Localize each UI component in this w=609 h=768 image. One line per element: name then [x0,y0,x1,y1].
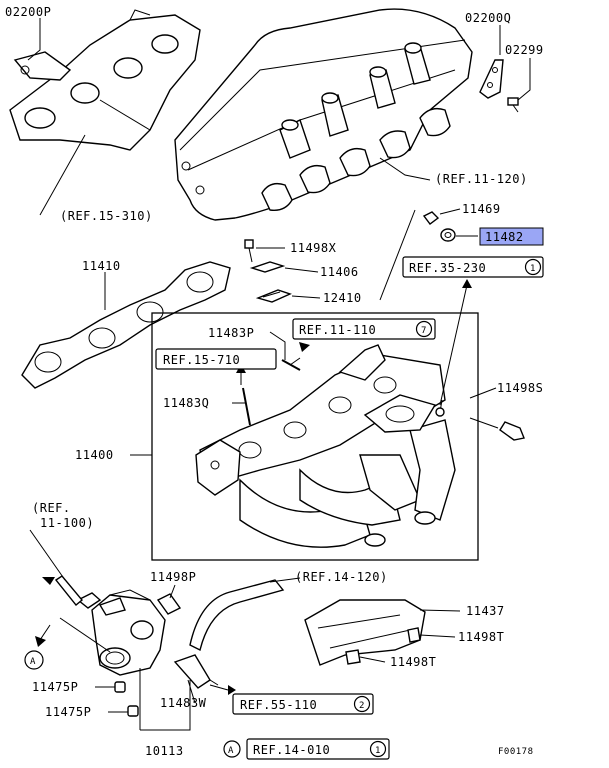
intake-manifold-illustration [9,9,201,151]
callout-a-bottom-letter: A [228,746,234,756]
washer-11469 [422,211,440,225]
label-11498p: 11498P [150,570,196,584]
gasket-11410-illustration [21,261,231,389]
ref-15-710-box[interactable] [155,348,277,370]
ref-15-310[interactable]: (REF.15-310) [60,209,153,223]
nut-11482 [440,228,456,242]
highlight-11482 [479,227,544,246]
ref-55-110-circle [353,695,371,713]
label-02200p: 02200P [5,5,51,19]
ref-55-110[interactable]: REF.55-110 [240,698,317,712]
label-02299: 02299 [505,43,544,57]
callout-a-bottom [223,740,241,758]
bolt-11498p [156,593,182,615]
reference-labels: (REF.15-310) (REF.11-120) REF.35-230 1 R… [24,172,544,760]
ref-35-230-circle [524,258,542,276]
ref-11-110-box[interactable] [292,318,436,340]
label-11475p-b: 11475P [45,705,91,719]
ref-14-010-circle [369,740,387,758]
ref-35-230-num: 1 [530,264,536,274]
gasket-11406 [249,261,286,273]
label-02200q: 02200Q [465,11,511,25]
ref-14-010-num: 1 [375,746,381,756]
ref-11-120[interactable]: (REF.11-120) [435,172,528,186]
pipe-11100-stub [54,575,83,606]
stud-11483q [242,387,251,426]
bolt-11498t-a [407,627,421,643]
bolt-11498s [469,417,525,441]
plug-11475p-b [127,705,139,717]
label-11406: 11406 [320,265,359,279]
label-11498t-b: 11498T [390,655,436,669]
bracket-02200q [479,59,504,99]
ref-14-010[interactable]: REF.14-010 [253,743,330,757]
ref-35-230-box[interactable] [402,256,544,278]
hose-14-120 [189,579,285,652]
bolt-02299 [507,97,519,113]
label-11483w: 11483W [160,696,207,710]
label-11400: 11400 [75,448,114,462]
ref-11-100-line1[interactable]: (REF. [32,501,71,515]
label-10113: 10113 [145,744,184,758]
label-11483p: 11483P [208,326,254,340]
ref-11-110[interactable]: REF.11-110 [299,323,376,337]
ref-35-230[interactable]: REF.35-230 [409,261,486,275]
ref-11-100-line2[interactable]: 11-100) [40,516,94,530]
label-11483q: 11483Q [163,396,209,410]
ref-55-110-num: 2 [359,701,365,711]
label-11482[interactable]: 11482 [485,230,524,244]
label-12410: 12410 [323,291,362,305]
exhaust-manifold-box [151,312,479,561]
label-11498t-a: 11498T [458,630,504,644]
ref-14-120[interactable]: (REF.14-120) [295,570,388,584]
bolt-11498t-b [345,649,361,665]
part-labels: 02200P 02200Q 02299 11469 11482 11498X 1… [5,5,544,758]
cylinder-head-illustration [174,8,473,221]
callout-a-left [24,650,44,670]
plug-11475p-a [114,681,126,693]
ref-55-110-box[interactable] [232,693,374,715]
exhaust-manifold-illustration [195,344,456,548]
water-outlet-10113-illustration [76,589,166,676]
label-11498s: 11498S [497,381,543,395]
ref-15-710[interactable]: REF.15-710 [163,353,240,367]
label-11410: 11410 [82,259,121,273]
ref-11-110-num: 7 [421,326,427,336]
stud-11498x [244,239,254,263]
label-11469: 11469 [462,202,501,216]
label-11437: 11437 [466,604,505,618]
hose-11483w [173,654,219,689]
label-11475p-a: 11475P [32,680,78,694]
diagram-id: F00178 [498,747,534,757]
leader-lines [27,18,531,731]
ref-11-110-circle [415,320,433,338]
ref-14-010-box[interactable] [246,738,390,760]
stud-11483p [281,359,301,371]
label-11498x: 11498X [290,241,337,255]
gasket-12410 [255,289,292,303]
callout-a-left-letter: A [30,657,36,667]
